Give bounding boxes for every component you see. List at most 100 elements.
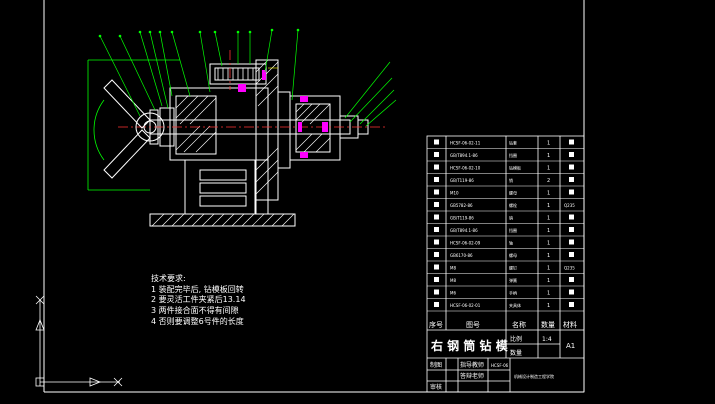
bom-cell-qty: 1 bbox=[547, 166, 550, 172]
bom-mat-marker bbox=[569, 189, 574, 195]
bom-header-qty: 数量 bbox=[541, 320, 555, 329]
bom-cell-name: 螺母 bbox=[509, 252, 517, 258]
bom-header-code: 图号 bbox=[466, 321, 480, 329]
bom-cell-code: GB/T119-86 bbox=[450, 178, 474, 183]
bom-mat-marker bbox=[569, 302, 574, 307]
bom-seq-marker bbox=[434, 189, 439, 195]
bom-cell-qty: 1 bbox=[547, 216, 550, 222]
bom-cell-code: M8 bbox=[450, 278, 456, 283]
bom-seq-marker bbox=[434, 277, 439, 282]
bom-seq-marker bbox=[434, 202, 439, 207]
bom-cell-code: M10 bbox=[450, 191, 459, 196]
title-block bbox=[426, 135, 585, 393]
bom-cell-code: GB/T894.1-86 bbox=[450, 228, 478, 233]
fasteners bbox=[238, 70, 328, 158]
bom-cell-qty: 1 bbox=[547, 291, 550, 297]
tech-req-item: 3 两件接合面不得有间隙 bbox=[151, 305, 239, 315]
bom-cell-qty: 1 bbox=[547, 303, 550, 309]
bom-cell-qty: 2 bbox=[547, 178, 550, 184]
bom-cell-code: GB6170-86 bbox=[450, 253, 473, 258]
bom-cell-code: HCSF-06-02-11 bbox=[450, 141, 481, 146]
bom-mat-marker bbox=[569, 239, 574, 245]
bom-cell-code: GB/T119-86 bbox=[450, 216, 474, 221]
bom-cell-qty: 1 bbox=[547, 278, 550, 284]
bom-seq-marker bbox=[434, 227, 439, 232]
sheet-size: A1 bbox=[566, 342, 575, 350]
designer-label: 制图 bbox=[430, 361, 442, 369]
bom-cell-code: M6 bbox=[450, 291, 456, 296]
bom-header-name: 名称 bbox=[512, 320, 526, 329]
drawing-number: HCSF-06 bbox=[491, 363, 509, 368]
bom-seq-marker bbox=[434, 152, 439, 157]
bom-cell-code: HCSF-06-02-09 bbox=[450, 241, 481, 246]
bom-cell-code: HCSF-06-02-10 bbox=[450, 166, 481, 171]
spring-assembly bbox=[217, 68, 254, 80]
ucs-icon bbox=[35, 295, 123, 387]
scale-label: 比例 bbox=[510, 335, 522, 343]
leader-lines bbox=[99, 29, 397, 127]
bom-cell-code: M8 bbox=[450, 266, 456, 271]
leader-dots bbox=[98, 28, 300, 38]
drawing-title: 右 钢 筒 钻 模 bbox=[430, 338, 509, 353]
school-name: 机械设计制造工程学院 bbox=[514, 373, 554, 379]
bom-seq-marker bbox=[434, 252, 439, 257]
qty-label: 数量 bbox=[510, 349, 522, 357]
lever-handle bbox=[103, 79, 165, 179]
bom-cell-name: 销 bbox=[509, 177, 513, 183]
bom-cell-mat: Q235 bbox=[564, 203, 575, 208]
bom-mat-marker bbox=[569, 139, 574, 145]
section-hatching bbox=[175, 59, 331, 195]
tech-requirements: 技术要求: 1 装配完毕后, 钻模板回转 2 要灵活工件夹紧后13.14 3 两… bbox=[151, 273, 246, 326]
bom-cell-name: 夹具体 bbox=[509, 302, 521, 308]
assembly-drawing bbox=[87, 28, 397, 227]
bom-header-seq: 序号 bbox=[429, 320, 443, 329]
bom-header: 序号 图号 名称 数量 材料 bbox=[429, 320, 577, 329]
bom-cell-qty: 1 bbox=[547, 153, 550, 159]
tech-req-item: 1 装配完毕后, 钻模板回转 bbox=[151, 284, 244, 294]
bom-cell-code: GB/T894.1-86 bbox=[450, 153, 478, 158]
tech-req-title: 技术要求: bbox=[151, 273, 186, 283]
bom-cell-code: HCSF-06-02-01 bbox=[450, 303, 481, 308]
bom-cell-qty: 1 bbox=[547, 253, 550, 259]
bom-cell-name: 弹簧 bbox=[509, 277, 517, 283]
bom-cell-mat: Q235 bbox=[564, 266, 575, 271]
bom-mat-marker bbox=[569, 277, 574, 282]
bom-cell-qty: 1 bbox=[547, 241, 550, 247]
bom-mat-marker bbox=[569, 289, 574, 295]
center-line bbox=[118, 50, 385, 128]
tech-req-item: 2 要灵活工件夹紧后13.14 bbox=[151, 294, 246, 304]
base-plate bbox=[149, 100, 296, 227]
drawing-frame bbox=[43, 0, 585, 393]
instructor-label: 指导教师 bbox=[460, 361, 484, 369]
scale-value: 1:4 bbox=[542, 336, 552, 343]
bom-cell-name: 钻套 bbox=[509, 140, 517, 146]
bom-seq-marker bbox=[434, 177, 439, 182]
bom-cell-name: 挡圈 bbox=[509, 152, 517, 158]
bom-cell-name: 螺母 bbox=[509, 190, 517, 196]
bom-seq-marker bbox=[434, 164, 439, 170]
bom-seq-marker bbox=[434, 139, 439, 145]
bom-cell-name: 挡圈 bbox=[509, 227, 517, 233]
bom-cell-name: 销 bbox=[509, 215, 513, 221]
tech-req-item: 4 否则要调整6号件的长度 bbox=[151, 316, 244, 326]
bom-cell-qty: 1 bbox=[547, 191, 550, 197]
bom-mat-marker bbox=[569, 164, 574, 170]
bom-mat-marker bbox=[569, 152, 574, 157]
bom-seq-marker bbox=[434, 289, 439, 295]
bom-cell-qty: 1 bbox=[547, 228, 550, 234]
bom-seq-marker bbox=[434, 239, 439, 245]
reviewer-label: 答辩老师 bbox=[460, 372, 484, 380]
bom-cell-name: 手柄 bbox=[509, 290, 517, 296]
bom-mat-marker bbox=[569, 214, 574, 220]
checker-label: 审核 bbox=[430, 383, 442, 391]
bom-mat-marker bbox=[569, 252, 574, 257]
bom-cell-name: 螺栓 bbox=[509, 202, 517, 208]
bom-cell-qty: 1 bbox=[547, 203, 550, 209]
title-texts: 右 钢 筒 钻 模 比例 1:4 数量 A1 制图 审核 指导教师 答辩老师 H… bbox=[430, 335, 575, 391]
bom-cell-qty: 1 bbox=[547, 141, 550, 147]
handle-arc bbox=[87, 59, 180, 191]
bom-seq-marker bbox=[434, 214, 439, 220]
bom-cell-name: 螺钉 bbox=[509, 265, 517, 271]
